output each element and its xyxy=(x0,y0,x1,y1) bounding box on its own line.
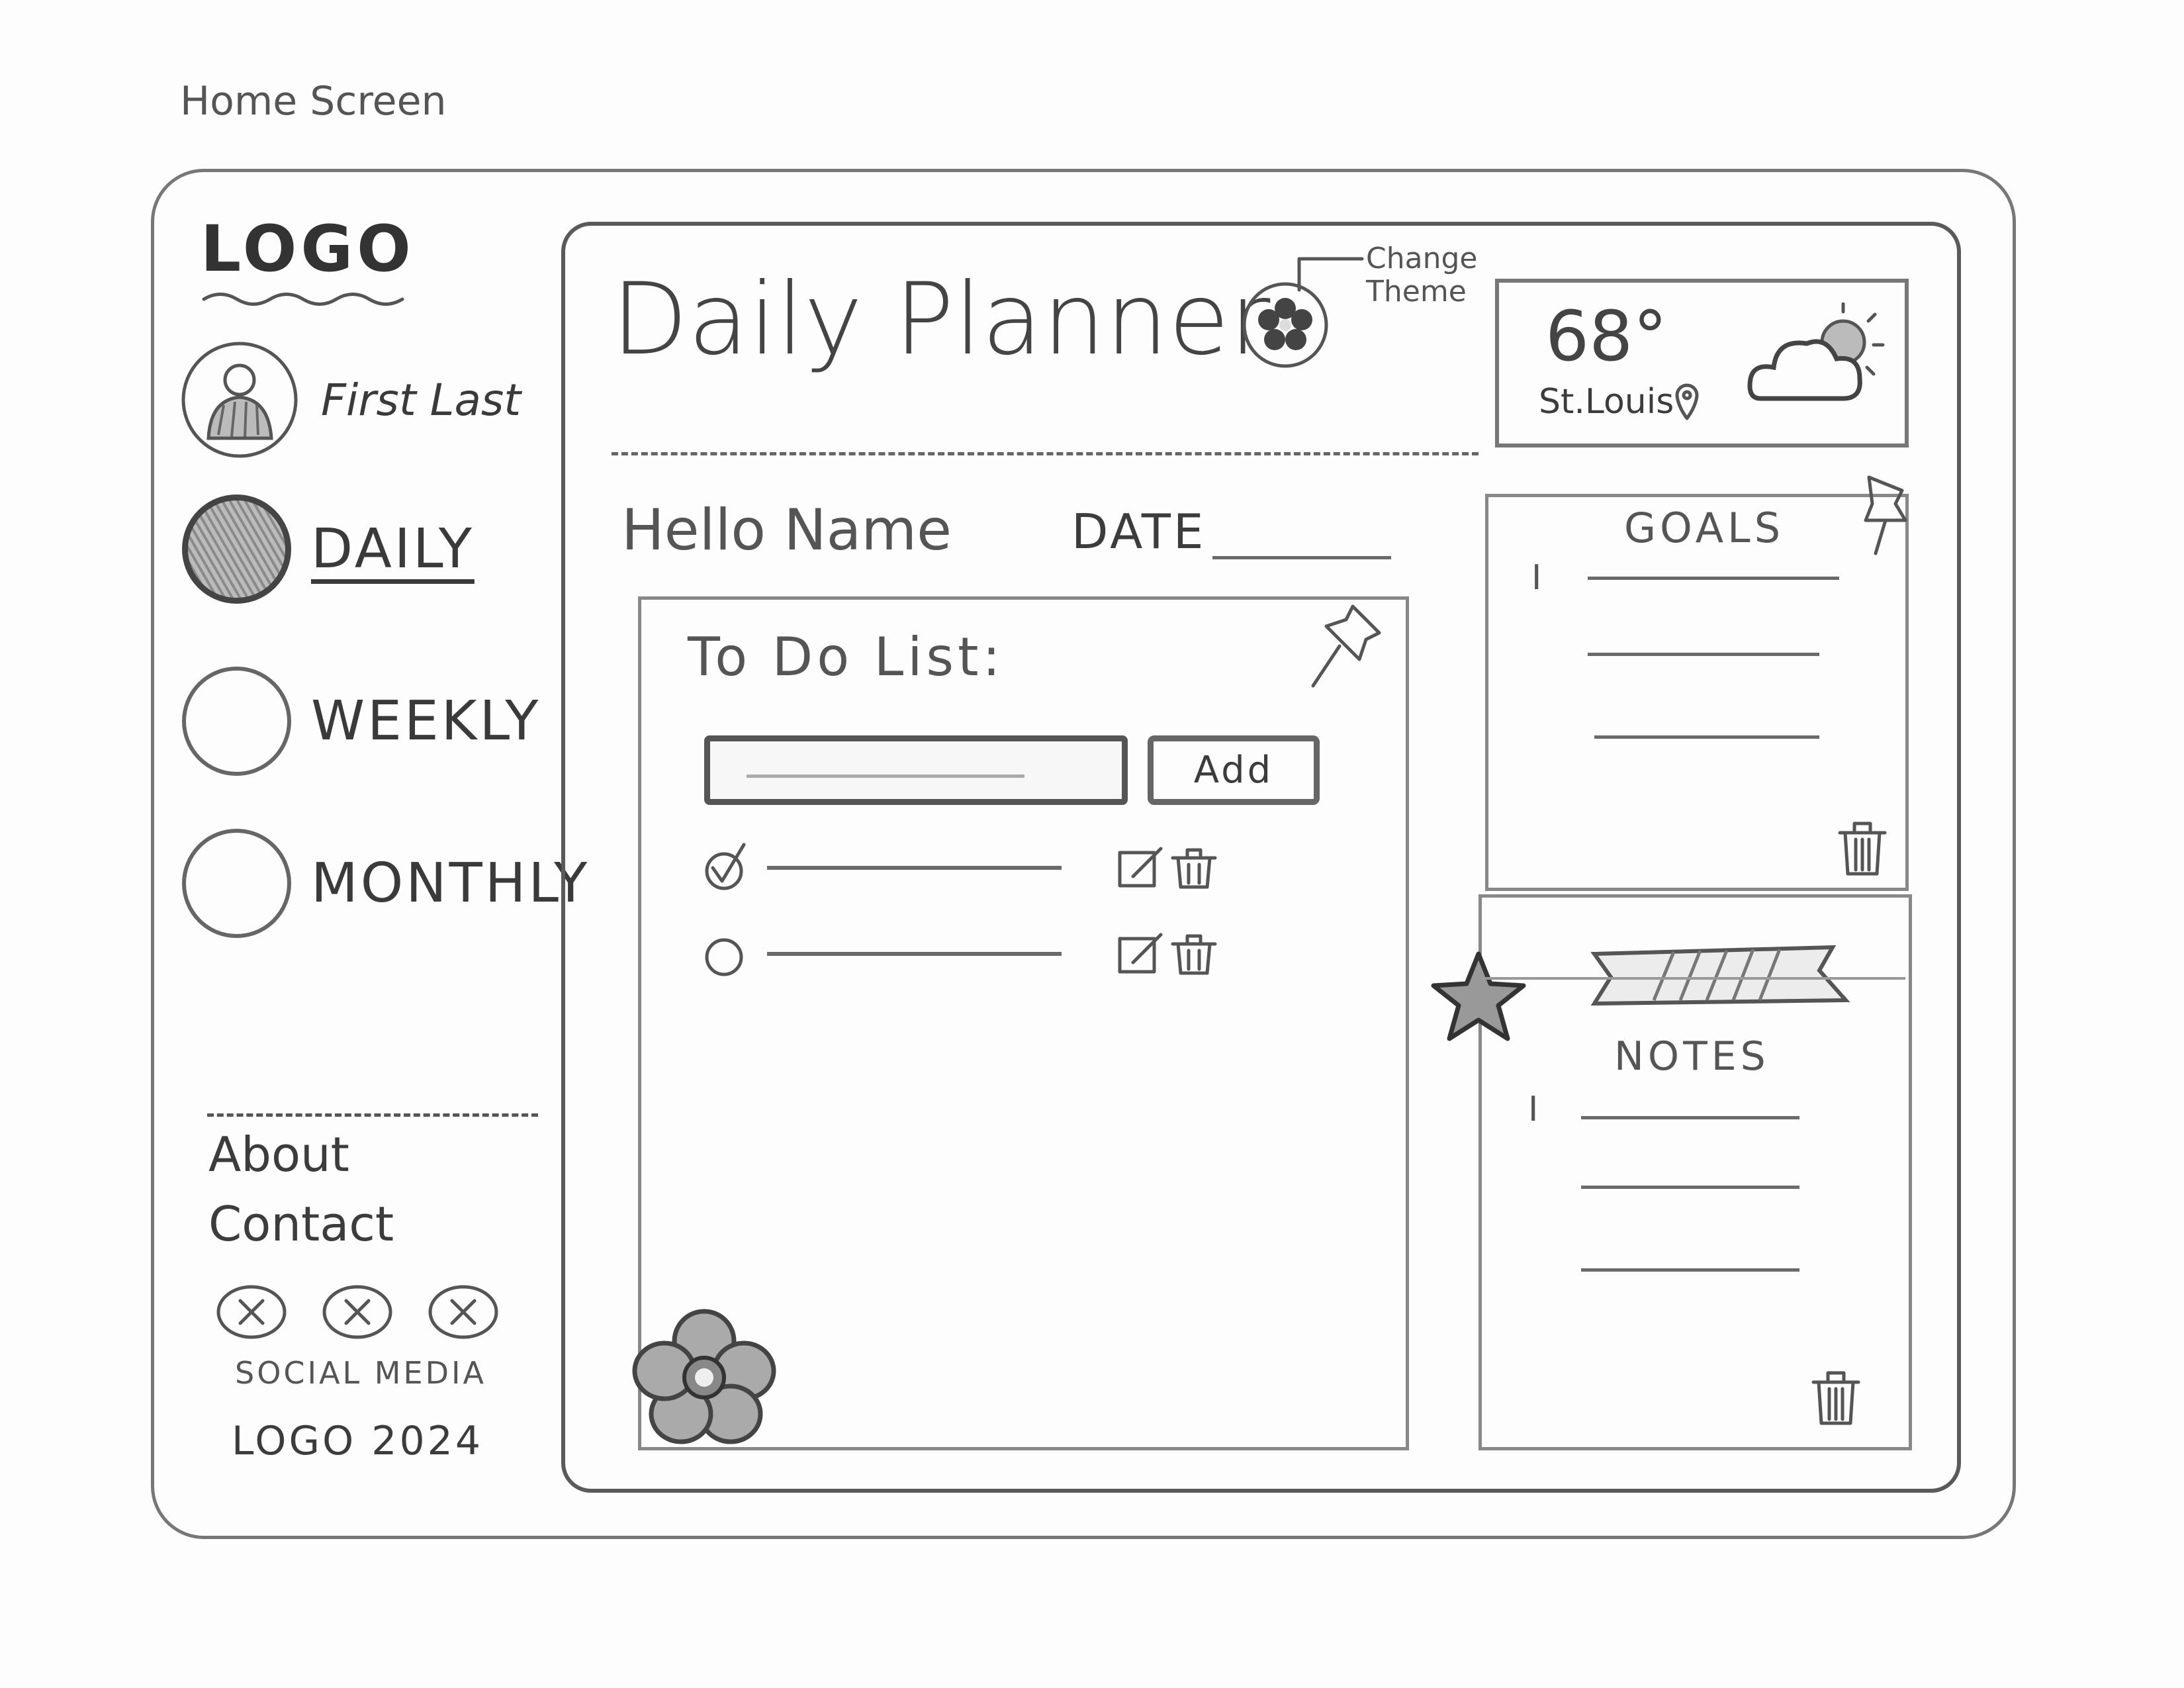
social-x-icon[interactable] xyxy=(321,1282,394,1342)
social-icons xyxy=(215,1282,500,1342)
location-pin-icon xyxy=(1675,383,1699,420)
notes-text-cursor[interactable]: I xyxy=(1528,1090,1539,1129)
notes-line xyxy=(1581,1186,1799,1189)
nav-inactive-indicator xyxy=(182,829,291,938)
goals-line xyxy=(1594,735,1819,739)
flower-doodle-icon xyxy=(632,1309,776,1444)
notes-line xyxy=(1581,1116,1799,1119)
contact-link[interactable]: Contact xyxy=(208,1196,394,1252)
notes-title: NOTES xyxy=(1614,1033,1770,1080)
delete-icon[interactable] xyxy=(1167,845,1220,891)
checkbox-unchecked-icon[interactable] xyxy=(701,927,754,980)
theme-callout-line xyxy=(1297,257,1364,292)
page-caption: Home Screen xyxy=(180,78,447,124)
todo-card: To Do List: Add xyxy=(632,596,1409,1450)
user-profile[interactable]: First Last xyxy=(179,339,521,461)
page-title: Daily Planner xyxy=(612,262,1271,377)
todo-item-text xyxy=(767,952,1062,956)
weather-location-text: St.Louis xyxy=(1539,382,1674,422)
nav-label-weekly: WEEKLY xyxy=(311,690,541,753)
todo-input[interactable] xyxy=(704,735,1128,805)
nav-label-monthly: MONTHLY xyxy=(311,852,590,915)
date-field: DATE xyxy=(1071,504,1392,559)
pushpin-icon xyxy=(1311,604,1381,688)
social-media-label: SOCIAL MEDIA xyxy=(235,1355,487,1391)
social-x-icon[interactable] xyxy=(427,1282,500,1342)
nav-item-daily[interactable]: DAILY xyxy=(182,494,475,604)
theme-flower-icon xyxy=(1242,282,1328,368)
weather-widget: 68° St.Louis xyxy=(1495,279,1909,447)
weather-location: St.Louis xyxy=(1539,382,1700,422)
todo-title: To Do List: xyxy=(688,626,1005,688)
delete-icon[interactable] xyxy=(1836,818,1889,878)
edit-icon[interactable] xyxy=(1115,931,1167,977)
nav-active-indicator xyxy=(182,494,291,604)
sidebar: LOGO First Last DAILY WEEKLY MONTHLY Abo… xyxy=(156,173,587,1530)
main-panel: Daily Planner Change Theme 68° St.Louis xyxy=(561,222,1961,1493)
todo-item xyxy=(701,841,1220,894)
delete-icon[interactable] xyxy=(1809,1368,1862,1427)
logo-text: LOGO xyxy=(201,212,415,286)
nav-item-monthly[interactable]: MONTHLY xyxy=(182,829,590,938)
nav-inactive-indicator xyxy=(182,667,291,776)
notes-line xyxy=(1581,1268,1799,1272)
avatar-icon xyxy=(181,342,298,458)
sidebar-divider xyxy=(207,1113,538,1117)
checkbox-checked-icon[interactable] xyxy=(701,841,754,894)
partly-cloudy-icon xyxy=(1747,303,1885,401)
nav-label-daily: DAILY xyxy=(311,518,475,581)
date-label: DATE xyxy=(1071,504,1206,559)
about-link[interactable]: About xyxy=(208,1127,349,1182)
todo-item xyxy=(701,927,1220,980)
todo-input-text-line xyxy=(747,774,1024,778)
nav-item-weekly[interactable]: WEEKLY xyxy=(182,667,541,776)
pushpin-icon xyxy=(1864,475,1907,555)
footer-copyright: LOGO 2024 xyxy=(232,1418,484,1464)
weather-temperature: 68° xyxy=(1545,296,1668,377)
goals-line xyxy=(1588,653,1819,656)
header-divider xyxy=(612,452,1479,455)
edit-icon[interactable] xyxy=(1115,845,1167,891)
star-doodle-icon xyxy=(1431,951,1526,1041)
device-frame xyxy=(151,169,2016,1539)
goals-text-cursor[interactable]: I xyxy=(1531,558,1542,598)
logo-underline-icon xyxy=(202,293,404,306)
greeting-text: Hello Name xyxy=(621,497,952,563)
change-theme-button[interactable] xyxy=(1239,279,1332,374)
notes-card: NOTES I xyxy=(1431,894,1912,1450)
goals-card: GOALS I xyxy=(1485,475,1909,891)
social-x-icon[interactable] xyxy=(215,1282,288,1342)
user-name: First Last xyxy=(321,375,522,426)
change-theme-label: Change Theme xyxy=(1366,242,1478,308)
goals-title: GOALS xyxy=(1624,504,1785,552)
notes-divider xyxy=(1482,977,1905,980)
todo-add-button[interactable]: Add xyxy=(1148,735,1320,805)
date-value-line xyxy=(1212,556,1392,559)
logo[interactable]: LOGO xyxy=(201,212,415,315)
goals-line xyxy=(1588,577,1839,580)
delete-icon[interactable] xyxy=(1167,931,1220,977)
todo-item-text xyxy=(767,866,1062,870)
